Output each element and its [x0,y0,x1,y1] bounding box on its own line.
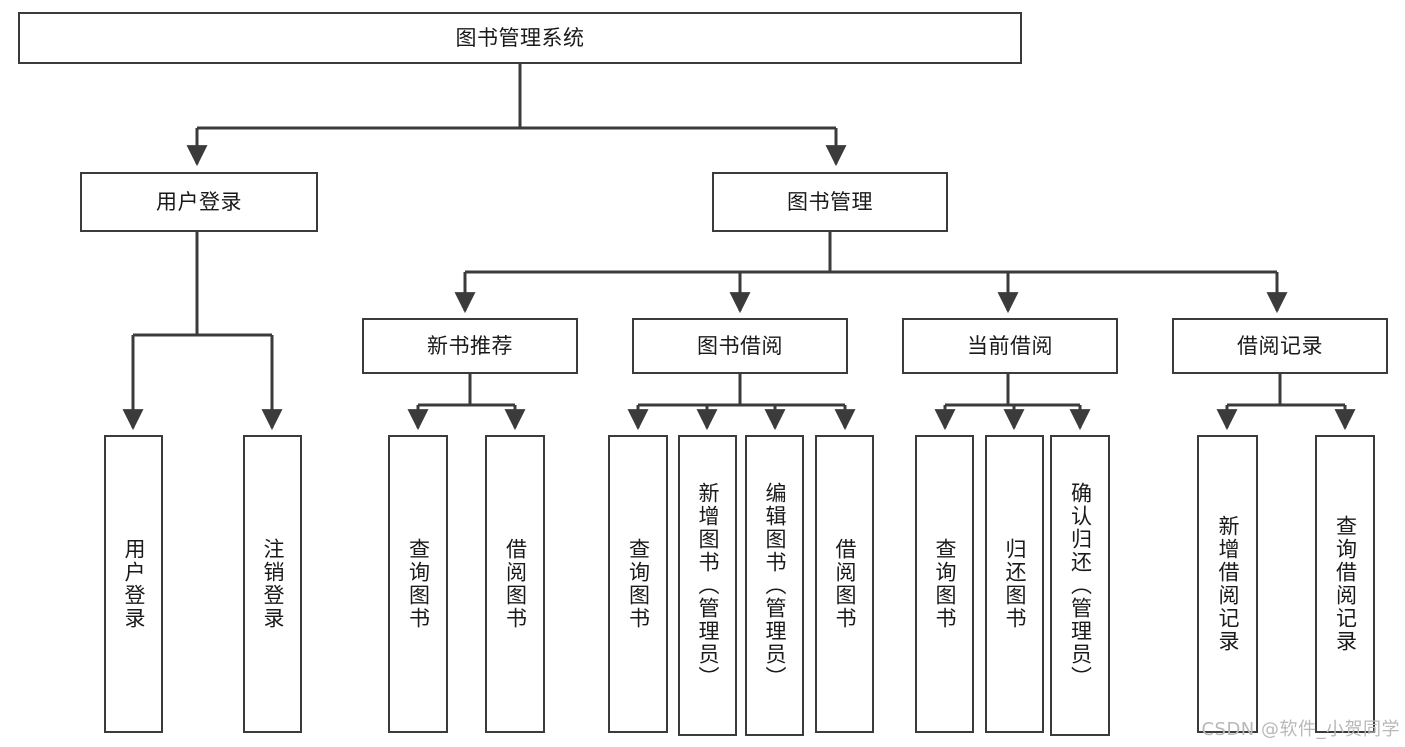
node-leaf-user-logout[interactable]: 注销登录 [243,435,302,733]
node-leaf-rec-query-label: 查询图书 [406,538,431,630]
node-borrow-record[interactable]: 借阅记录 [1172,318,1388,374]
node-book-manage-label: 图书管理 [787,189,873,214]
node-leaf-rec-add[interactable]: 新增借阅记录 [1197,435,1258,733]
node-new-book-rec[interactable]: 新书推荐 [362,318,578,374]
node-leaf-rec-query[interactable]: 查询图书 [388,435,448,733]
node-leaf-rec-search[interactable]: 查询借阅记录 [1315,435,1375,733]
node-leaf-rec-borrow[interactable]: 借阅图书 [485,435,545,733]
node-root-label: 图书管理系统 [455,25,585,50]
node-book-manage[interactable]: 图书管理 [712,172,948,232]
node-leaf-cur-return[interactable]: 归还图书 [985,435,1044,733]
node-leaf-borrow-lend[interactable]: 借阅图书 [815,435,874,733]
node-leaf-borrow-query-label: 查询图书 [626,538,651,630]
node-leaf-cur-confirm-label: 确认归还（管理员） [1068,482,1093,689]
node-leaf-borrow-add[interactable]: 新增图书（管理员） [678,435,737,736]
node-leaf-user-logout-label: 注销登录 [261,538,285,630]
node-leaf-rec-search-label: 查询借阅记录 [1333,515,1358,653]
node-user-login[interactable]: 用户登录 [80,172,318,232]
node-current-borrow[interactable]: 当前借阅 [902,318,1118,374]
node-leaf-borrow-add-label: 新增图书（管理员） [696,482,720,689]
node-leaf-cur-confirm[interactable]: 确认归还（管理员） [1050,435,1110,736]
node-leaf-rec-borrow-label: 借阅图书 [503,538,528,630]
node-user-login-label: 用户登录 [156,189,242,214]
node-root[interactable]: 图书管理系统 [18,12,1022,64]
node-leaf-borrow-edit-label: 编辑图书（管理员） [763,482,787,689]
node-borrow-record-label: 借阅记录 [1237,333,1323,358]
node-leaf-borrow-query[interactable]: 查询图书 [608,435,668,733]
node-leaf-cur-return-label: 归还图书 [1003,538,1027,630]
node-current-borrow-label: 当前借阅 [967,333,1053,358]
node-leaf-cur-query-label: 查询图书 [933,538,957,630]
node-book-borrow[interactable]: 图书借阅 [632,318,848,374]
node-leaf-borrow-lend-label: 借阅图书 [833,538,857,630]
node-new-book-rec-label: 新书推荐 [427,333,513,358]
node-leaf-cur-query[interactable]: 查询图书 [915,435,974,733]
node-leaf-user-login[interactable]: 用户登录 [104,435,163,733]
node-leaf-borrow-edit[interactable]: 编辑图书（管理员） [745,435,804,736]
node-book-borrow-label: 图书借阅 [697,333,783,358]
node-leaf-rec-add-label: 新增借阅记录 [1216,515,1240,653]
node-leaf-user-login-label: 用户登录 [122,538,146,630]
